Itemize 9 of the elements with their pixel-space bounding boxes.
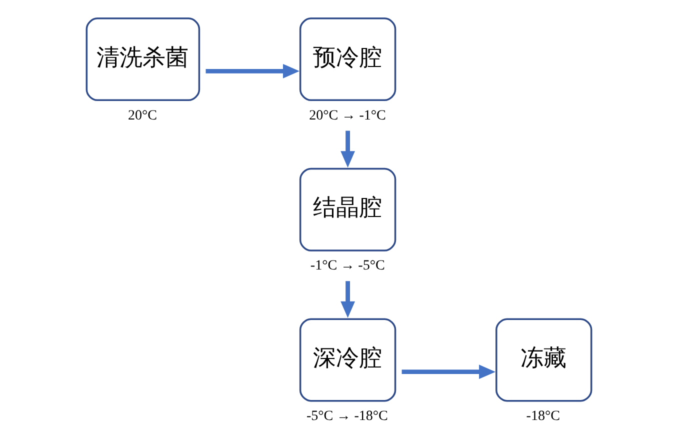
arrow — [401, 364, 495, 380]
arrow — [340, 130, 354, 168]
node-label: 20°C → -1°C — [308, 107, 386, 124]
arrow — [340, 281, 354, 318]
node-label: 20°C — [127, 107, 157, 124]
node-label: -18°C — [526, 408, 560, 424]
arrow — [205, 64, 299, 78]
node-label: -1°C → -5°C — [310, 258, 384, 274]
node-label: -5°C → -18°C — [306, 408, 388, 424]
